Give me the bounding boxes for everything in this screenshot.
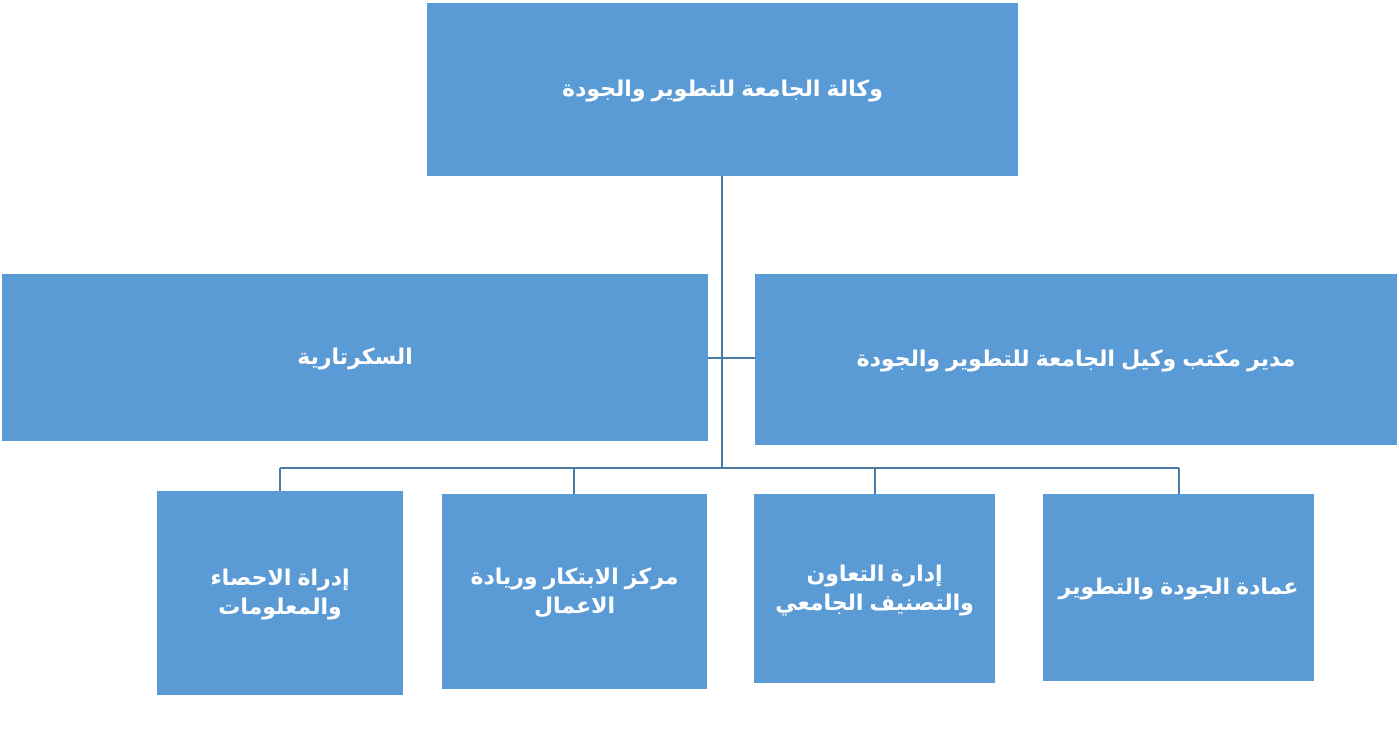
unit-node-cooperation-ranking: إدارة التعاون والتصنيف الجامعي	[754, 494, 995, 683]
unit-node-quality-deanship-label: عمادة الجودة والتطوير	[1058, 574, 1299, 600]
unit-node-statistics-information-label: إدراة الاحصاء والمعلومات	[210, 565, 350, 619]
unit-node-cooperation-ranking-label: إدارة التعاون والتصنيف الجامعي	[775, 560, 974, 615]
assistant-node-office-manager-label: مدير مكتب وكيل الجامعة للتطوير والجودة	[856, 346, 1296, 372]
unit-node-statistics-information: إدراة الاحصاء والمعلومات	[157, 491, 403, 695]
unit-node-quality-deanship: عمادة الجودة والتطوير	[1043, 494, 1314, 681]
top-node: وكالة الجامعة للتطوير والجودة	[427, 3, 1018, 176]
assistant-node-office-manager: مدير مكتب وكيل الجامعة للتطوير والجودة	[755, 274, 1397, 445]
unit-node-innovation-center: مركز الابتكار وريادة الاعمال	[442, 494, 707, 689]
unit-node-innovation-center-label: مركز الابتكار وريادة الاعمال	[470, 563, 679, 618]
assistant-node-secretariat-label: السكرتارية	[297, 344, 413, 370]
top-node-label: وكالة الجامعة للتطوير والجودة	[562, 76, 883, 102]
assistant-node-secretariat: السكرتارية	[2, 274, 708, 441]
